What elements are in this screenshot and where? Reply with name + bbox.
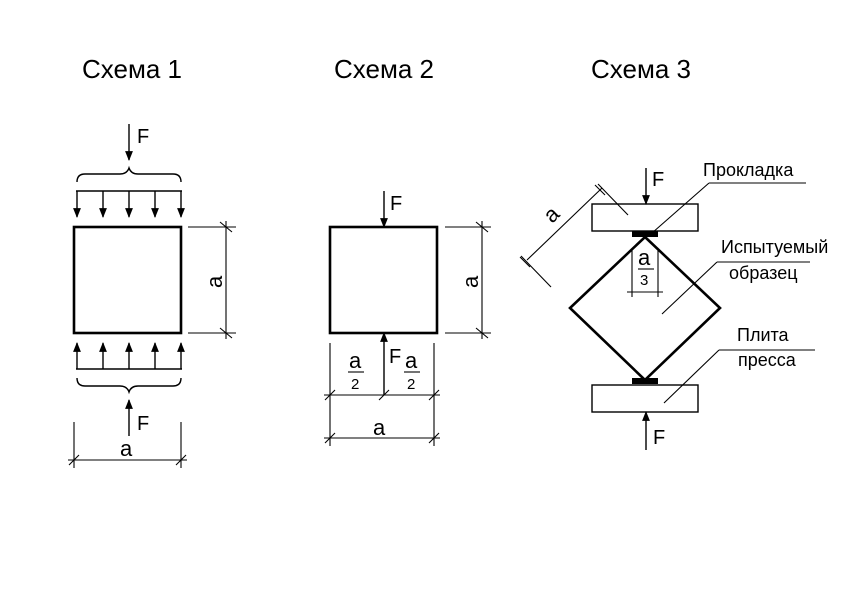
- scheme-3-side-dimension: [519, 183, 629, 288]
- scheme-3-top-pad: [632, 231, 658, 237]
- scheme-3-title: Схема 3: [591, 54, 691, 84]
- scheme-1-top-force-label: F: [137, 126, 149, 148]
- scheme-1-height-dimension: [188, 221, 236, 339]
- scheme-1-width-label: a: [120, 436, 133, 461]
- scheme-3-third-dimension: [627, 248, 663, 297]
- scheme-1-bottom-brace: [76, 377, 182, 395]
- scheme-1-title: Схема 1: [82, 54, 182, 84]
- scheme-3-top-press-plate: [591, 203, 699, 232]
- scheme-3-side-label: a: [538, 201, 565, 228]
- scheme-1: F: [68, 124, 236, 468]
- scheme-2-height-label: a: [458, 275, 483, 288]
- scheme-3-specimen-label-line1: Испытуемый: [721, 237, 828, 257]
- scheme-2-top-force-label: F: [390, 193, 402, 215]
- scheme-2: F F a a: [324, 191, 491, 446]
- scheme-3-specimen-leader: [661, 261, 718, 315]
- scheme-2-half-dimensions: [324, 389, 440, 401]
- scheme-3: F F a: [519, 160, 828, 450]
- scheme-3-third-denominator: 3: [640, 272, 648, 289]
- scheme-3-third-numerator: a: [638, 245, 651, 270]
- scheme-1-bottom-distributed-load: [73, 342, 185, 370]
- scheme-2-specimen: [328, 225, 439, 335]
- scheme-1-top-distributed-load: [73, 190, 185, 218]
- scheme-3-pad-leader: [651, 182, 710, 234]
- scheme-2-title: Схема 2: [334, 54, 434, 84]
- scheme-2-left-half-numerator: a: [349, 348, 362, 373]
- scheme-1-bottom-force-label: F: [137, 413, 149, 435]
- scheme-3-plate-label-line1: Плита: [737, 325, 790, 345]
- scheme-1-top-brace: [76, 165, 182, 183]
- scheme-2-width-label: a: [373, 415, 386, 440]
- scheme-2-left-half-denominator: 2: [351, 376, 359, 393]
- scheme-1-specimen: [72, 225, 183, 335]
- scheme-1-width-dimension: [68, 422, 187, 468]
- scheme-2-right-half-numerator: a: [405, 348, 418, 373]
- scheme-3-top-force-label: F: [652, 169, 664, 191]
- scheme-2-bottom-force-label: F: [389, 346, 401, 368]
- scheme-2-height-dimension: [445, 221, 491, 339]
- scheme-3-specimen-label-line2: образец: [729, 263, 798, 283]
- scheme-3-bottom-press-plate: [591, 384, 699, 413]
- scheme-2-right-half-denominator: 2: [407, 376, 415, 393]
- scheme-3-pad-label: Прокладка: [703, 160, 794, 180]
- scheme-3-plate-label-line2: пресса: [738, 350, 797, 370]
- scheme-3-bottom-force-label: F: [653, 427, 665, 449]
- scheme-1-height-label: a: [202, 275, 227, 288]
- scheme-3-bottom-pad: [632, 378, 658, 384]
- scheme-3-plate-leader: [663, 349, 720, 404]
- scheme-2-width-dimension: [324, 432, 440, 444]
